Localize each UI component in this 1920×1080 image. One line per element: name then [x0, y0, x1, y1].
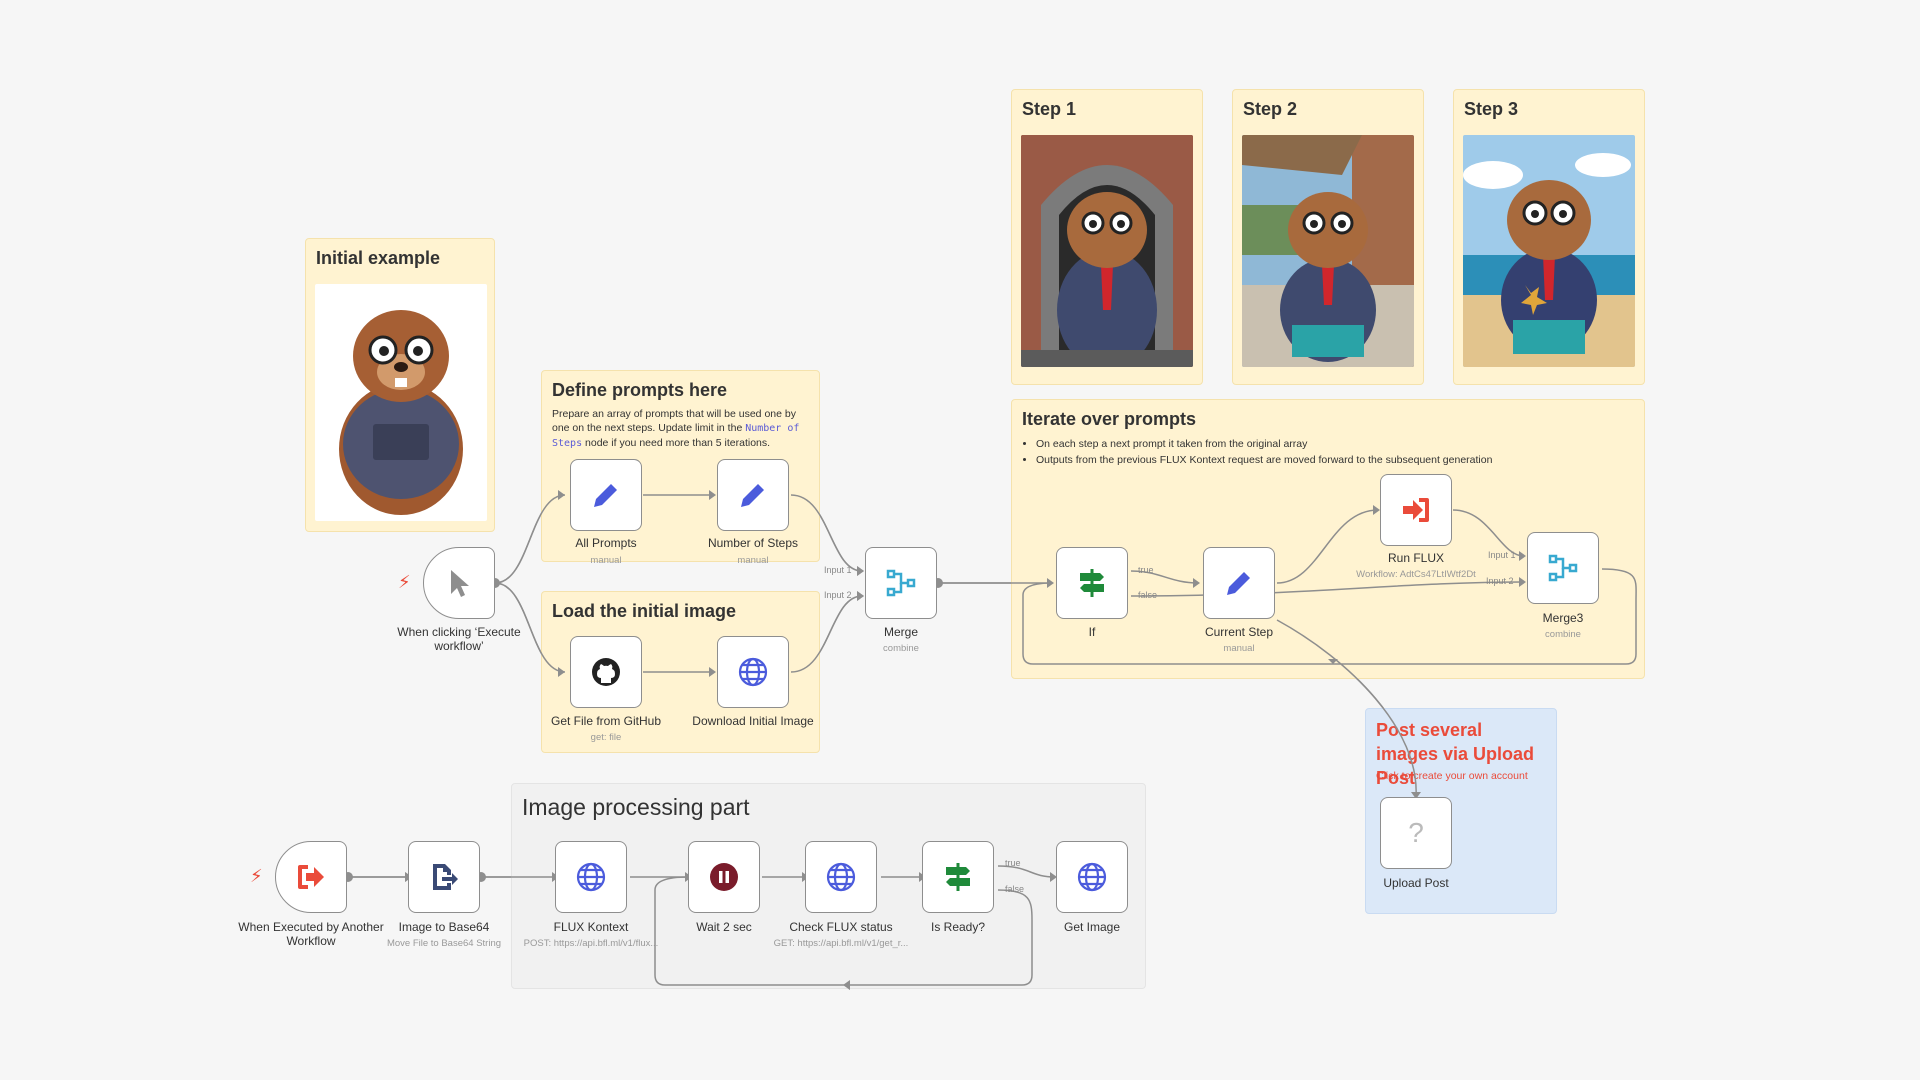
node-get-image[interactable] [1056, 841, 1128, 913]
node-is-ready[interactable] [922, 841, 994, 913]
node-all-prompts[interactable] [570, 459, 642, 531]
globe-icon [737, 656, 769, 688]
globe-icon [575, 861, 607, 893]
port-label-true: true [1138, 565, 1154, 575]
create-account-link[interactable]: Click to create your own account [1376, 770, 1528, 782]
trigger-bolt-icon: ⚡ [398, 572, 411, 592]
note-title: Initial example [316, 248, 441, 268]
merge-icon [1547, 552, 1579, 584]
node-label: If [1088, 625, 1096, 639]
note-title: Step 1 [1022, 99, 1077, 119]
port-label-input-1: Input 1 [1488, 550, 1516, 560]
file-export-icon [428, 861, 460, 893]
node-check-flux-status[interactable] [805, 841, 877, 913]
beaver-image-initial [315, 284, 487, 521]
beaver-image-step-1 [1021, 135, 1193, 367]
node-label: Current Step [1204, 625, 1274, 639]
node-merge[interactable] [865, 547, 937, 619]
node-label: Upload Post [1383, 876, 1449, 890]
node-merge3[interactable] [1527, 532, 1599, 604]
note-bullet: On each step a next prompt it taken from… [1036, 436, 1622, 452]
beaver-image-step-2 [1242, 135, 1414, 367]
signpost-icon [1076, 567, 1108, 599]
node-when-executed-by-another-workflow[interactable] [275, 841, 347, 913]
globe-icon [1076, 861, 1108, 893]
note-title: Image processing part [522, 794, 750, 820]
note-description: Prepare an array of prompts that will be… [552, 407, 814, 451]
node-label: When Executed by Another Workflow [238, 920, 384, 948]
sign-out-icon [295, 861, 327, 893]
node-subtitle: POST: https://api.bfl.ml/v1/flux... [523, 938, 659, 949]
node-subtitle: manual [737, 555, 769, 566]
node-wait-2-sec[interactable] [688, 841, 760, 913]
node-label: Image to Base64 [398, 920, 490, 934]
node-run-flux[interactable] [1380, 474, 1452, 546]
node-get-file-from-github[interactable] [570, 636, 642, 708]
node-subtitle: GET: https://api.bfl.ml/v1/get_r... [773, 938, 909, 949]
pencil-icon [1223, 567, 1255, 599]
node-manual-trigger[interactable] [423, 547, 495, 619]
pause-icon [708, 861, 740, 893]
node-label: Check FLUX status [789, 920, 893, 934]
node-if[interactable] [1056, 547, 1128, 619]
note-initial-example[interactable]: Initial example [305, 238, 495, 532]
node-label: Merge [883, 625, 918, 639]
node-current-step[interactable] [1203, 547, 1275, 619]
node-subtitle: combine [1545, 629, 1581, 640]
node-subtitle: get: file [590, 732, 622, 743]
note-title: Step 3 [1464, 99, 1519, 119]
node-subtitle: Move File to Base64 String [386, 938, 502, 949]
port-label-false: false [1138, 590, 1158, 600]
sign-in-icon [1400, 494, 1432, 526]
merge-icon [885, 567, 917, 599]
node-label: Download Initial Image [692, 714, 814, 728]
note-bullet: Outputs from the previous FLUX Kontext r… [1036, 452, 1622, 468]
node-label: When clicking ‘Execute workflow’ [397, 625, 521, 653]
node-subtitle: Workflow: AdtCs47LtIWtf2Dt [1356, 569, 1476, 580]
note-bullets: On each step a next prompt it taken from… [1022, 436, 1622, 468]
note-title: Define prompts here [552, 380, 728, 400]
node-number-of-steps[interactable] [717, 459, 789, 531]
port-label-input-2: Input 2 [1486, 576, 1514, 586]
signpost-icon [942, 861, 974, 893]
node-label: Merge3 [1542, 611, 1584, 625]
note-text-a: Prepare an array of prompts that will be… [552, 408, 796, 434]
note-step-1[interactable]: Step 1 [1011, 89, 1203, 385]
note-title: Load the initial image [552, 601, 737, 621]
node-flux-kontext[interactable] [555, 841, 627, 913]
node-label: Run FLUX [1387, 551, 1445, 565]
note-step-3[interactable]: Step 3 [1453, 89, 1645, 385]
beaver-image-step-3 [1463, 135, 1635, 367]
node-label: All Prompts [575, 536, 637, 550]
pencil-icon [590, 479, 622, 511]
node-image-to-base64[interactable] [408, 841, 480, 913]
globe-icon [825, 861, 857, 893]
node-label: Wait 2 sec [696, 920, 752, 934]
pencil-icon [737, 479, 769, 511]
node-label: Is Ready? [930, 920, 986, 934]
node-label: Get Image [1063, 920, 1121, 934]
github-icon [590, 656, 622, 688]
node-label: Get File from GitHub [550, 714, 662, 728]
node-subtitle: manual [590, 555, 622, 566]
note-step-2[interactable]: Step 2 [1232, 89, 1424, 385]
question-icon: ? [1408, 817, 1424, 848]
note-text-b: node if you need more than 5 iterations. [582, 437, 771, 449]
port-label-true: true [1005, 858, 1021, 868]
node-label: Number of Steps [707, 536, 799, 550]
note-code-number-of-steps: Number of Steps [552, 423, 800, 449]
trigger-bolt-icon: ⚡ [250, 866, 263, 886]
note-title: Step 2 [1243, 99, 1298, 119]
port-label-input-1: Input 1 [824, 565, 852, 575]
node-upload-post[interactable]: ? [1380, 797, 1452, 869]
note-title: Iterate over prompts [1022, 409, 1197, 429]
node-subtitle: combine [883, 643, 919, 654]
node-label: FLUX Kontext [553, 920, 629, 934]
port-label-input-2: Input 2 [824, 590, 852, 600]
node-download-initial-image[interactable] [717, 636, 789, 708]
port-label-false: false [1005, 884, 1025, 894]
pointer-icon [446, 568, 472, 598]
node-subtitle: manual [1223, 643, 1255, 654]
